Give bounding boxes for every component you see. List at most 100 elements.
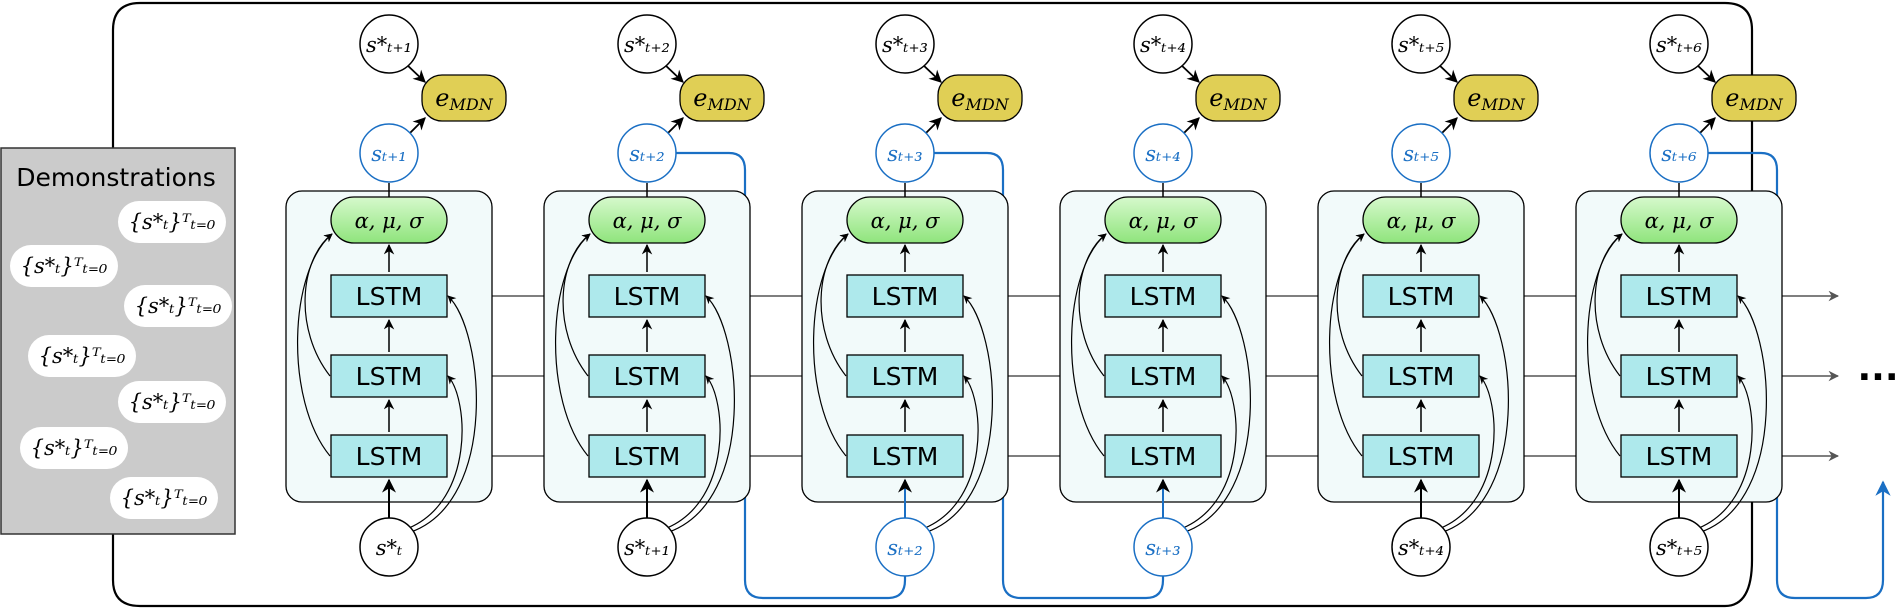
mdn-params-box: [846, 196, 964, 244]
mdn-error-label: eMDN: [1725, 84, 1783, 114]
mdn-params-box: [588, 196, 706, 244]
demonstrations-title: Demonstrations: [16, 163, 215, 192]
target-state-node: [1133, 14, 1193, 74]
lstm-label: LSTM: [356, 282, 423, 311]
mdn-params-box: [330, 196, 448, 244]
input-state-label: sₜ₊₃: [1145, 536, 1180, 560]
input-skip-connection: [1700, 295, 1767, 533]
input-skip-connection: [924, 375, 979, 529]
mdn-error-label: eMDN: [435, 84, 493, 114]
lstm-box-layer-2: [330, 354, 448, 398]
demonstration-item: {s*ₜ}ᵀₜ₌₀: [118, 381, 226, 423]
target-state-node: [1649, 14, 1709, 74]
mdn-error-node: eMDN: [679, 74, 765, 122]
lstm-box-layer-2: [588, 354, 706, 398]
demonstration-label: {s*ₜ}ᵀₜ₌₀: [121, 486, 208, 510]
predicted-state-node: [1391, 123, 1451, 183]
lstm-label: LSTM: [1388, 442, 1455, 471]
skip-connection: [1328, 233, 1365, 457]
target-state-label: s*ₜ₊₃: [882, 33, 928, 57]
mdn-error-label: eMDN: [951, 84, 1009, 114]
input-state-node: [1133, 517, 1193, 577]
predicted-state-node: [617, 123, 677, 183]
continuation-ellipsis: ...: [1857, 348, 1897, 389]
input-skip-connection: [668, 295, 735, 533]
target-state-node: [359, 14, 419, 74]
demonstration-item: {s*ₜ}ᵀₜ₌₀: [110, 477, 218, 519]
target-state-node: [617, 14, 677, 74]
prediction-feedback-loops: [676, 151, 1891, 600]
lstm-label: LSTM: [1130, 282, 1197, 311]
lstm-label: LSTM: [1130, 362, 1197, 391]
feedback-path: [1708, 151, 1891, 600]
lstm-box-layer-3: [1104, 274, 1222, 318]
predicted-state-label: sₜ₊₂: [629, 142, 664, 166]
lstm-label: LSTM: [1646, 442, 1713, 471]
feedback-path: [934, 151, 1165, 600]
predicted-state-label: sₜ₊₆: [1661, 142, 1697, 166]
lstm-label: LSTM: [872, 282, 939, 311]
predicted-state-label: sₜ₊₁: [371, 142, 406, 166]
target-state-node: [875, 14, 935, 74]
mdn-params-label: α, μ, σ: [1129, 209, 1199, 233]
lstm-box-layer-1: [1104, 434, 1222, 478]
skip-connection: [1586, 233, 1623, 457]
skip-connection: [812, 233, 849, 457]
input-skip-connection: [1182, 375, 1237, 529]
lstm-label: LSTM: [1646, 282, 1713, 311]
input-skip-connection: [1184, 295, 1251, 533]
lstm-label: LSTM: [614, 442, 681, 471]
mdn-error-label: eMDN: [1467, 84, 1525, 114]
demonstration-item: {s*ₜ}ᵀₜ₌₀: [10, 245, 118, 287]
lstm-box-layer-3: [1362, 274, 1480, 318]
lstm-box-layer-2: [1362, 354, 1480, 398]
predicted-state-label: sₜ₊₄: [1145, 142, 1180, 166]
demonstration-label: {s*ₜ}ᵀₜ₌₀: [129, 210, 216, 234]
target-state-label: s*ₜ₊₁: [366, 33, 412, 57]
input-state-node: [1649, 517, 1709, 577]
mdn-error-node: eMDN: [421, 74, 507, 122]
predicted-state-node: [1649, 123, 1709, 183]
input-state-label: sₜ₊₂: [887, 536, 922, 560]
lstm-box-layer-2: [1620, 354, 1738, 398]
input-skip-connection: [410, 295, 477, 533]
lstm-box-layer-2: [846, 354, 964, 398]
demonstration-label: {s*ₜ}ᵀₜ₌₀: [21, 254, 108, 278]
feedback-path: [676, 151, 907, 600]
input-skip-connection: [1442, 295, 1509, 533]
lstm-label: LSTM: [1646, 362, 1713, 391]
target-state-label: s*ₜ₊₆: [1656, 33, 1703, 57]
lstm-label: LSTM: [356, 362, 423, 391]
input-skip-connection: [926, 295, 993, 533]
lstm-box-layer-1: [1620, 434, 1738, 478]
lstm-label: LSTM: [614, 282, 681, 311]
input-skip-connection: [408, 375, 463, 529]
predicted-state-node: [875, 123, 935, 183]
target-state-label: s*ₜ₊₄: [1140, 33, 1186, 57]
input-skip-connection: [666, 375, 721, 529]
lstm-label: LSTM: [1388, 362, 1455, 391]
demonstration-label: {s*ₜ}ᵀₜ₌₀: [31, 436, 118, 460]
lstm-box-layer-3: [588, 274, 706, 318]
mdn-error-node: eMDN: [937, 74, 1023, 122]
demonstrations-panel: Demonstrations {s*ₜ}ᵀₜ₌₀{s*ₜ}ᵀₜ₌₀{s*ₜ}ᵀₜ…: [0, 147, 236, 535]
predicted-state-node: [1133, 123, 1193, 183]
lstm-box-layer-1: [846, 434, 964, 478]
mdn-error-node: eMDN: [1453, 74, 1539, 122]
input-state-label: s*ₜ₊₅: [1656, 536, 1703, 560]
input-state-node: [617, 517, 677, 577]
timestep-column: s*ₜ₊₆ eMDN sₜ₊₆ α, μ, σ LSTM LSTM LSTM s*ₜ₊₅: [1575, 14, 1797, 577]
demonstration-label: {s*ₜ}ᵀₜ₌₀: [39, 344, 126, 368]
target-state-label: s*ₜ₊₅: [1398, 33, 1445, 57]
input-state-label: s*ₜ₊₁: [624, 536, 670, 560]
mdn-params-label: α, μ, σ: [1387, 209, 1457, 233]
lstm-box-layer-2: [1104, 354, 1222, 398]
lstm-label: LSTM: [356, 442, 423, 471]
predicted-state-label: sₜ₊₅: [1403, 142, 1439, 166]
mdn-params-box: [1620, 196, 1738, 244]
mdn-params-label: α, μ, σ: [1645, 209, 1715, 233]
